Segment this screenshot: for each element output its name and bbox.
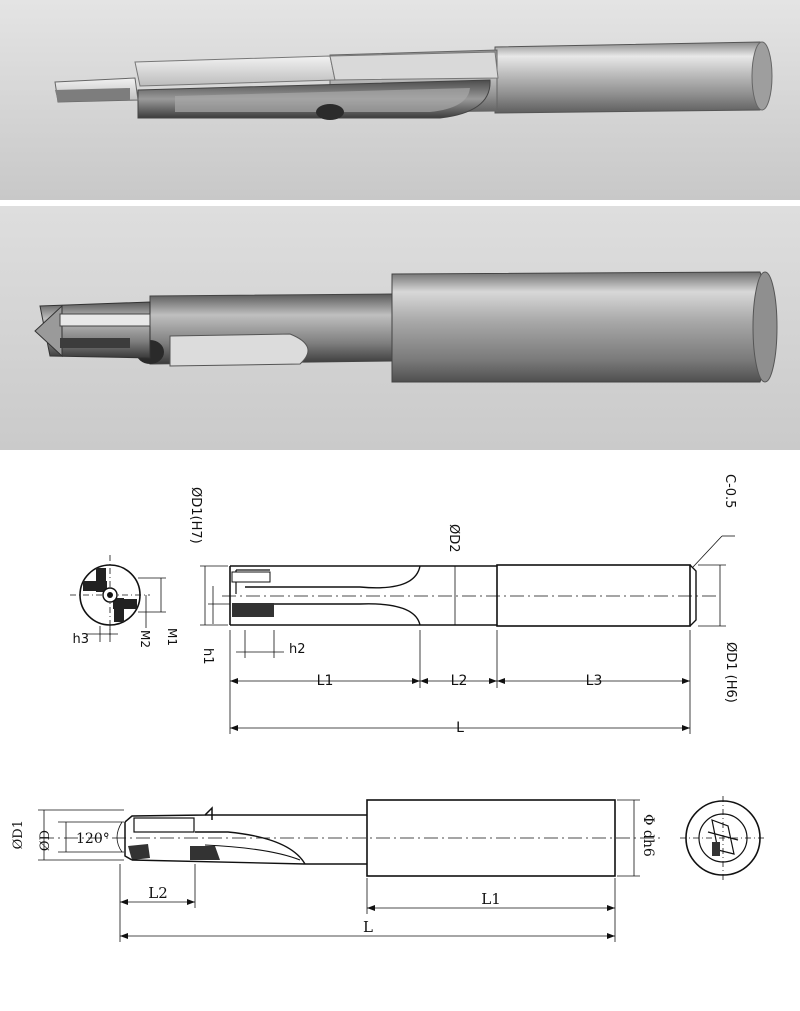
label-l3: L3 [586, 673, 603, 689]
label-h2: h2 [289, 642, 306, 657]
label-m1: M1 [165, 628, 179, 646]
label-l1: L1 [317, 673, 334, 689]
label-c-0-5: C-0.5 [722, 474, 737, 508]
drawing-1-canvas: h3 M1 M2 [0, 452, 800, 756]
label-h1: h1 [200, 648, 215, 665]
side-view-2 [38, 799, 660, 942]
tool-photo-2 [0, 206, 800, 450]
label-d: ØD [38, 830, 53, 851]
label-d2: ØD2 [446, 524, 461, 553]
label-d1-h6: ØD1 (H6) [723, 642, 738, 703]
label-d1-h7: ØD1(H7) [188, 487, 203, 544]
label-m2: M2 [138, 630, 152, 648]
end-view-2 [680, 796, 766, 880]
label-l: L [456, 720, 464, 736]
tool-photo-1 [0, 0, 800, 200]
drawing-2-canvas: ØD1 ØD 120° Φ dh6 L2 L1 L [0, 760, 800, 1011]
technical-drawing-2: ØD1 ØD 120° Φ dh6 L2 L1 L [0, 760, 800, 1011]
label-h3: h3 [72, 632, 89, 647]
label-l: L [363, 918, 373, 936]
end-view-1 [70, 555, 166, 642]
label-d1: ØD1 [11, 820, 26, 849]
label-l1: L1 [481, 890, 501, 908]
label-l2: L2 [451, 673, 468, 689]
photo-tool-top [0, 0, 800, 200]
label-dh6: Φ dh6 [640, 814, 656, 857]
label-l2: L2 [148, 884, 168, 902]
technical-drawing-1: h3 M1 M2 [0, 452, 800, 756]
label-angle: 120° [76, 831, 110, 847]
photo-tool-side [0, 206, 800, 450]
side-view-1 [200, 535, 735, 734]
